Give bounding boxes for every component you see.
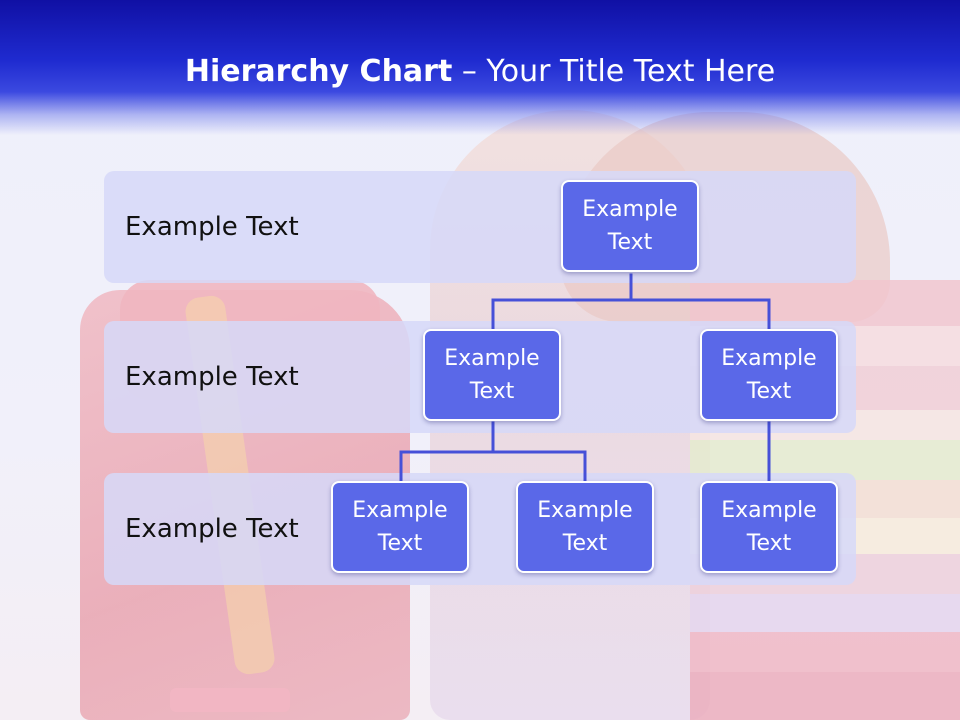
connector-left-to-level3 [399,421,587,483]
node-level3-a[interactable]: Example Text [331,481,469,573]
background-pencil [170,688,290,712]
node-label: Example Text [444,346,540,404]
title-bar [0,0,960,135]
level-label: Example Text [125,362,299,392]
node-label: Example Text [721,498,817,556]
node-level2-right[interactable]: Example Text [700,329,838,421]
node-label: Example Text [537,498,633,556]
node-label: Example Text [582,197,678,255]
level-band-1: Example Text [104,171,856,283]
title-bold: Hierarchy Chart [184,54,453,89]
connector-root-to-level2 [491,273,771,331]
node-level3-c[interactable]: Example Text [700,481,838,573]
node-level3-b[interactable]: Example Text [516,481,654,573]
level-label: Example Text [125,514,299,544]
node-label: Example Text [352,498,448,556]
title-rest: – Your Title Text Here [452,54,776,89]
node-level2-left[interactable]: Example Text [423,329,561,421]
node-label: Example Text [721,346,817,404]
node-root[interactable]: Example Text [561,180,699,272]
level-label: Example Text [125,212,299,242]
slide-title: Hierarchy Chart – Your Title Text Here [0,54,960,89]
